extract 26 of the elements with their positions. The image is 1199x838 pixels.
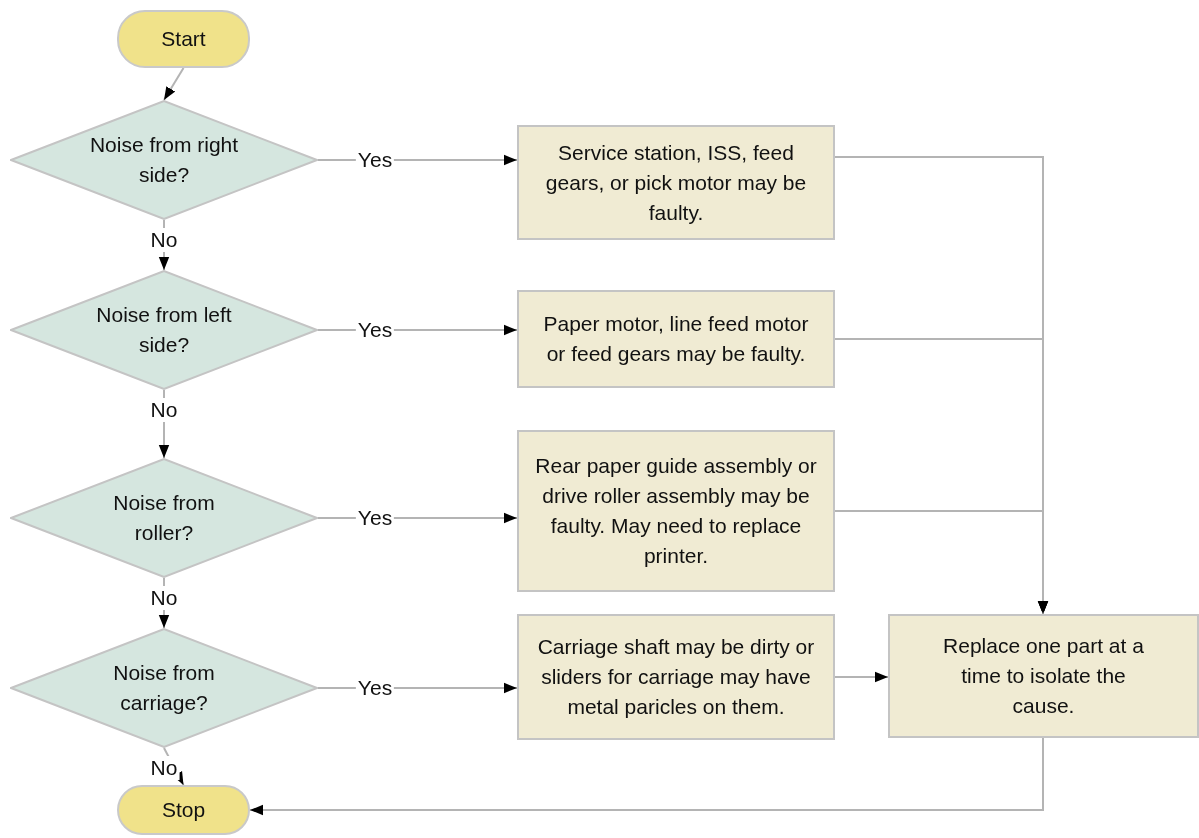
decision-diamond — [10, 458, 318, 578]
decision-diamond — [10, 100, 318, 220]
node-text: Start — [161, 26, 206, 52]
node-text: Carriage shaft may be dirty or sliders for carriage may have metal paricles on them. — [536, 634, 816, 720]
arrow — [834, 510, 1049, 615]
node-text: Noise from roller? — [112, 490, 216, 546]
node-text: Service station, ISS, feed gears, or pick motor may be faulty. — [544, 139, 808, 226]
node-text: Rear paper guide assembly or drive roller assembly may be faulty. May need to replace printer. — [534, 453, 818, 569]
process-box — [517, 614, 835, 740]
node-text: Noise from right side? — [89, 132, 239, 188]
node-text: Stop — [161, 797, 206, 823]
arrow — [163, 67, 185, 101]
arrow — [834, 671, 889, 683]
process-box — [888, 614, 1199, 738]
node-text: Paper motor, line feed motor or feed gears may be faulty. — [542, 311, 810, 367]
arrow — [249, 737, 1044, 816]
terminal-pill — [117, 785, 250, 835]
terminal-pill — [117, 10, 250, 68]
process-box — [517, 430, 835, 592]
process-box — [517, 290, 835, 388]
decision-diamond — [10, 628, 318, 748]
process-box — [517, 125, 835, 240]
node-text: Replace one part at a time to isolate the cause. — [942, 633, 1145, 719]
node-text: Noise from left side? — [95, 302, 233, 358]
node-text: Noise from carriage? — [112, 660, 216, 716]
decision-diamond — [10, 270, 318, 390]
